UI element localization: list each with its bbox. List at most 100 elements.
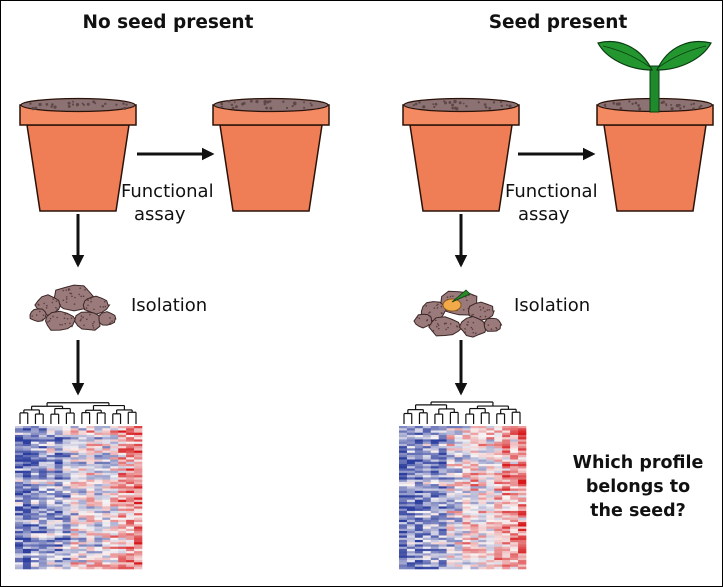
heatmap-cell (86, 493, 95, 496)
heatmap-cell (38, 488, 48, 492)
soil-speck (86, 102, 90, 106)
heatmap-cell (502, 452, 511, 456)
heatmap-cell (118, 481, 127, 485)
heatmap-cell (134, 490, 143, 494)
heatmap-cell (518, 535, 527, 539)
heatmap-cell (70, 477, 79, 480)
heatmap-cell (102, 463, 111, 467)
heatmap-cell (22, 432, 32, 436)
heatmap-cell (454, 542, 463, 545)
heatmap-cell (422, 450, 432, 454)
heatmap-cell (46, 542, 55, 545)
heatmap-cell (78, 448, 87, 451)
cell-speck (436, 307, 439, 309)
soil-speck (269, 106, 273, 110)
heatmap-cell (399, 468, 408, 471)
heatmap-cell (406, 472, 416, 476)
cell-speck (451, 295, 454, 297)
heatmap-cell (470, 566, 479, 570)
heatmap-cell (399, 537, 408, 541)
heatmap-cell (478, 463, 487, 467)
heatmap-cell (134, 524, 143, 527)
assay-label-line2: assay (134, 204, 186, 225)
heatmap-cell (110, 551, 119, 554)
heatmap-cell (78, 533, 87, 536)
heatmap-cell (54, 432, 63, 436)
heatmap-cell (30, 501, 40, 505)
heatmap-cell (86, 513, 95, 516)
heatmap-cell (478, 551, 487, 554)
heatmap-cell (399, 515, 408, 518)
heatmap-cell (430, 439, 439, 442)
soil-speck (483, 103, 487, 106)
heatmap-cell (78, 468, 87, 471)
heatmap-cell (462, 515, 471, 518)
heatmap-cell (70, 455, 79, 458)
heatmap-cell (118, 557, 127, 561)
heatmap-cell (438, 522, 447, 525)
heatmap-cell (470, 542, 479, 545)
heatmap-cell (78, 479, 87, 483)
heatmap-cell (518, 446, 527, 449)
heatmap-cell (38, 446, 48, 449)
heatmap-cell (502, 446, 511, 449)
heatmap-cell (470, 443, 479, 447)
heatmap-cell (110, 432, 119, 436)
heatmap-cell (406, 515, 416, 518)
heatmap-cell (454, 450, 463, 454)
heatmap-cell (486, 533, 495, 536)
heatmap-cell (414, 551, 424, 554)
heatmap-cell (470, 463, 479, 467)
heatmap-cell (134, 461, 143, 465)
heatmap-cell (134, 457, 143, 460)
heatmap-cell (462, 426, 471, 429)
heatmap-cell (430, 441, 439, 445)
cell-speck (65, 289, 68, 291)
heatmap-cell (414, 557, 424, 561)
heatmap-cell (118, 450, 127, 454)
heatmap-cell (15, 481, 24, 485)
heatmap-cell (86, 548, 95, 552)
heatmap-cell (46, 466, 55, 469)
heatmap-cell (86, 557, 95, 561)
heatmap-cell (446, 560, 455, 563)
heatmap-cell (38, 504, 48, 507)
heatmap-cell (462, 562, 471, 565)
heatmap-cell (494, 437, 503, 440)
heatmap-cell (462, 553, 471, 556)
heatmap-cell (502, 548, 511, 552)
heatmap-cell (510, 537, 519, 541)
heatmap-cell (422, 519, 432, 523)
heatmap-cell (118, 519, 127, 523)
heatmap-cell (470, 459, 479, 463)
cell-speck (84, 289, 86, 291)
heatmap-cell (446, 542, 455, 545)
heatmap-cell (478, 506, 487, 509)
heatmap-cell (438, 539, 447, 543)
heatmap-cell (30, 488, 40, 492)
heatmap-cell (454, 528, 463, 532)
heatmap-cell (102, 430, 111, 433)
heatmap-cell (518, 463, 527, 467)
heatmap-cell (462, 430, 471, 433)
heatmap-cell (70, 432, 79, 436)
heatmap-cell (462, 497, 471, 501)
heatmap-cell (502, 495, 511, 498)
heatmap-cell (446, 428, 455, 431)
heatmap-cell (62, 557, 71, 561)
heatmap-cell (438, 557, 447, 561)
heatmap-cell (22, 434, 32, 438)
heatmap-cell (78, 564, 87, 568)
heatmap-cell (15, 504, 24, 507)
heatmap-cell (422, 428, 432, 431)
heatmap-cell (399, 452, 408, 456)
heatmap-cell (406, 501, 416, 505)
cell-speck (65, 301, 68, 303)
heatmap-cell (15, 522, 24, 525)
heatmap-cell (406, 557, 416, 561)
heatmap-cell (422, 477, 432, 480)
heatmap-cell (478, 560, 487, 563)
heatmap-cell (22, 551, 32, 554)
heatmap-cell (30, 513, 40, 516)
